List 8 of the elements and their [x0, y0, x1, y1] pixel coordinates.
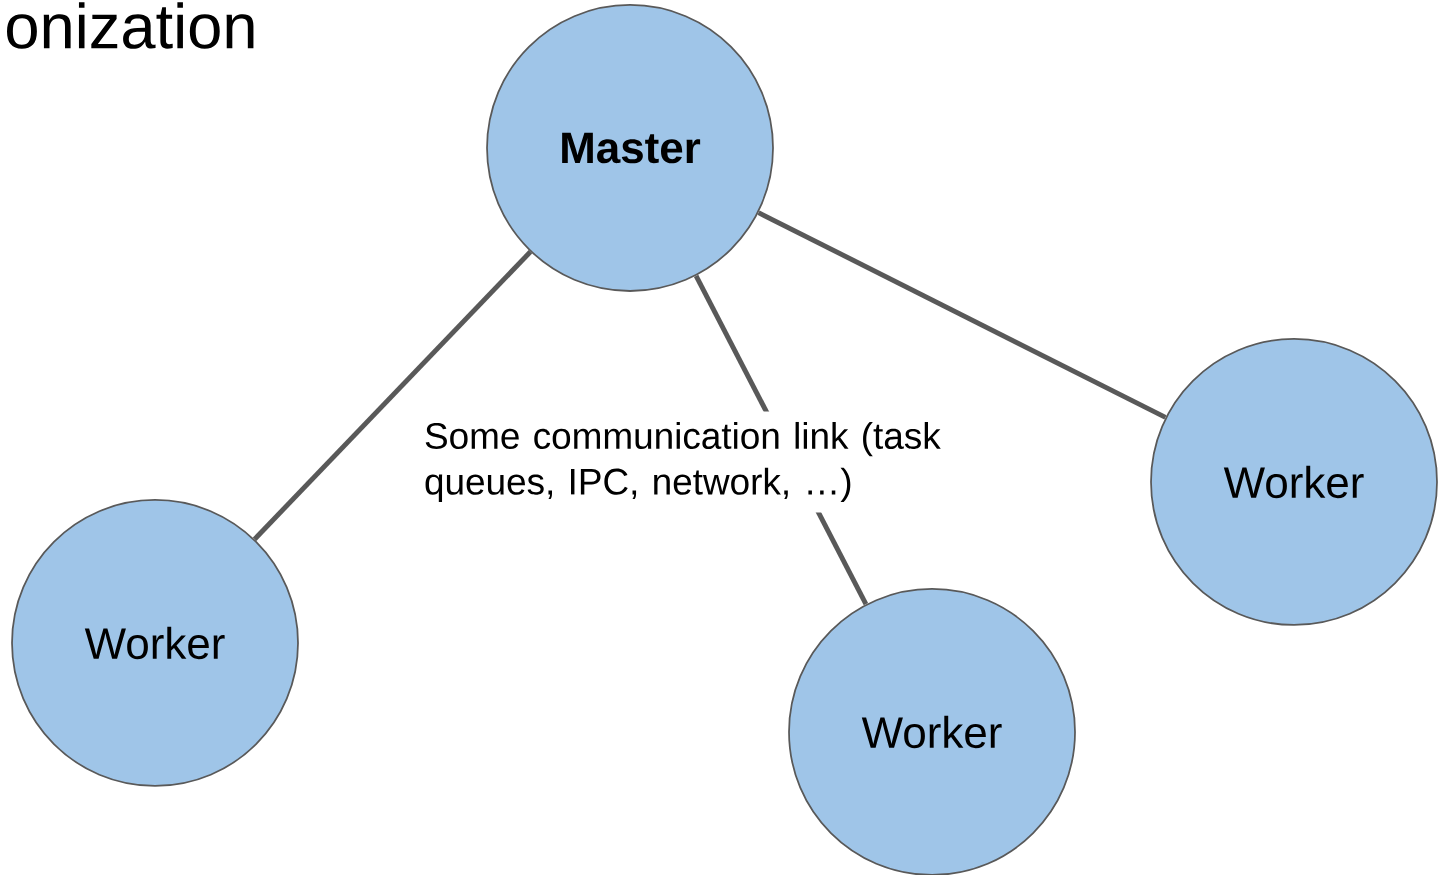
circle-node: Master	[486, 4, 774, 292]
circle-node: Worker	[1150, 338, 1438, 626]
edge-label: Some communication link (task queues, IPC, network, …)	[413, 411, 955, 513]
title-text: onization	[7, 2, 254, 49]
circle-node: Worker	[11, 499, 299, 787]
connector-line	[252, 250, 533, 541]
circle-node: Worker	[788, 588, 1076, 875]
connector-line	[757, 210, 1167, 420]
